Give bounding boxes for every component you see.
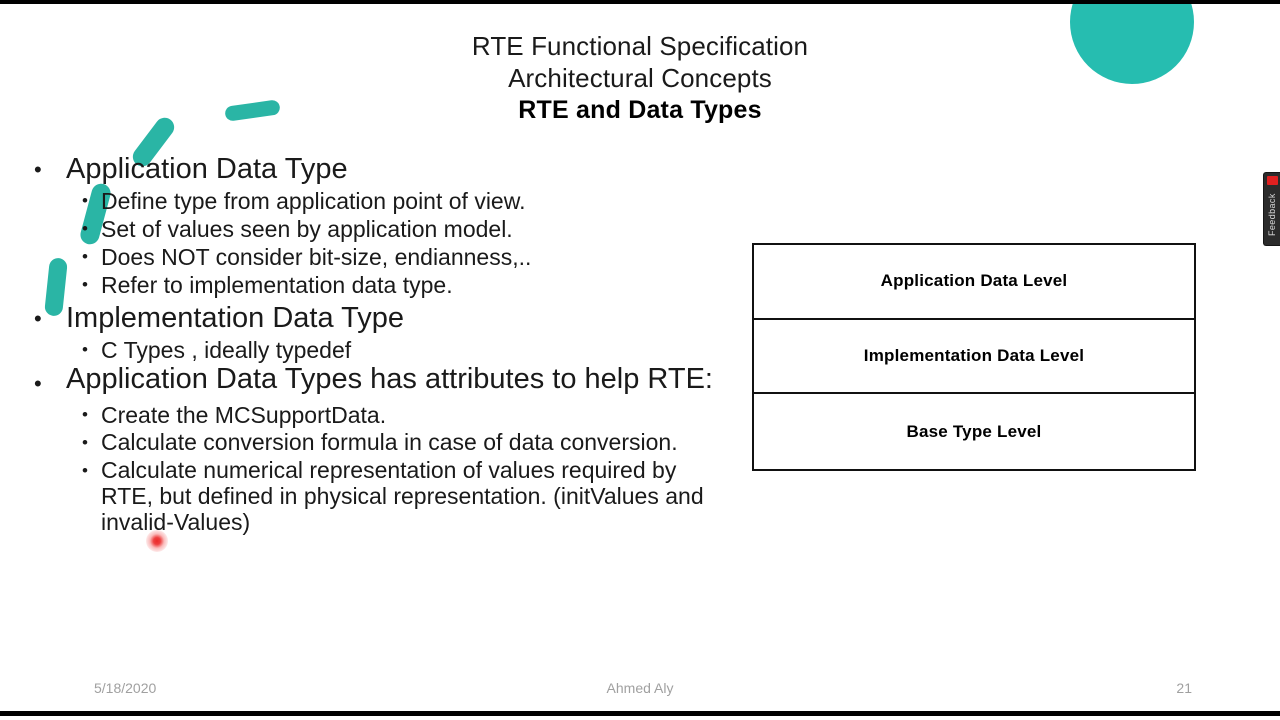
- bullet-glyph-icon: •: [82, 405, 88, 424]
- feedback-tab-button[interactable]: Feedback: [1263, 172, 1280, 246]
- bullet-glyph-icon: •: [82, 191, 88, 210]
- bullet-glyph-icon: •: [82, 275, 88, 294]
- footer-author: Ahmed Aly: [606, 680, 674, 696]
- bullet-glyph-icon: •: [34, 157, 42, 182]
- bullet-item-level2: • Calculate conversion formula in case o…: [24, 429, 714, 457]
- bullet-glyph-icon: •: [82, 219, 88, 238]
- bullet-item-level2: • Set of values seen by application mode…: [24, 215, 714, 243]
- diagram-row: Base Type Level: [906, 421, 1042, 441]
- letterbox-bar-bottom: [0, 711, 1280, 716]
- bullet-glyph-icon: •: [82, 461, 88, 480]
- bullet-glyph-icon: •: [82, 340, 88, 359]
- feedback-indicator-icon: [1266, 176, 1278, 185]
- bullet-glyph-icon: •: [34, 371, 42, 396]
- bullet-item-level2: • Calculate numerical representation of …: [24, 457, 714, 535]
- bullet-text: Application Data Types has attributes to…: [66, 363, 713, 395]
- bullet-text: Application Data Type: [66, 153, 348, 185]
- bullet-text: Implementation Data Type: [66, 302, 404, 334]
- title-line-1: RTE Functional Specification: [471, 31, 809, 61]
- diagram-row: Application Data Level: [754, 245, 1194, 320]
- bullet-text: C Types , ideally typedef: [101, 337, 352, 363]
- bullet-text: Create the MCSupportData.: [101, 402, 387, 428]
- title-line-3: RTE and Data Types: [518, 96, 762, 124]
- bullet-list: • Application Data Type • Define type fr…: [24, 150, 714, 535]
- letterbox-bar-top: [0, 0, 1280, 4]
- bullet-item-level1: • Application Data Types has attributes …: [24, 363, 714, 401]
- bullet-item-level1: • Implementation Data Type: [24, 301, 714, 336]
- bullet-item-level2: • Create the MCSupportData.: [24, 401, 714, 429]
- bullet-glyph-icon: •: [82, 247, 88, 266]
- bullet-item-level1: • Application Data Type: [24, 152, 714, 187]
- bullet-text: Calculate numerical representation of va…: [101, 457, 704, 535]
- bullet-text: Does NOT consider bit-size, endianness,.…: [101, 244, 532, 270]
- bullet-text: Calculate conversion formula in case of …: [101, 429, 678, 455]
- slide-title-block: RTE Functional Specification Architectur…: [0, 30, 1280, 127]
- feedback-tab-label: Feedback: [1267, 193, 1277, 237]
- data-level-diagram: Application Data Level Implementation Da…: [752, 243, 1196, 471]
- title-line-2: Architectural Concepts: [508, 63, 772, 93]
- footer-page-number: 21: [1176, 680, 1192, 696]
- bullet-item-level2: • Refer to implementation data type.: [24, 271, 714, 299]
- bullet-text: Define type from application point of vi…: [101, 188, 526, 214]
- diagram-row: Implementation Data Level: [754, 320, 1194, 395]
- bullet-glyph-icon: •: [34, 306, 42, 331]
- bullet-item-level2: • C Types , ideally typedef: [24, 336, 714, 364]
- slide-footer: 5/18/2020 Ahmed Aly 21: [0, 676, 1280, 700]
- bullet-glyph-icon: •: [82, 433, 88, 452]
- bullet-item-level2: • Define type from application point of …: [24, 187, 714, 215]
- footer-date: 5/18/2020: [94, 680, 157, 696]
- bullet-text: Set of values seen by application model.: [101, 216, 513, 242]
- bullet-text: Refer to implementation data type.: [101, 272, 453, 298]
- bullet-item-level2: • Does NOT consider bit-size, endianness…: [24, 243, 714, 271]
